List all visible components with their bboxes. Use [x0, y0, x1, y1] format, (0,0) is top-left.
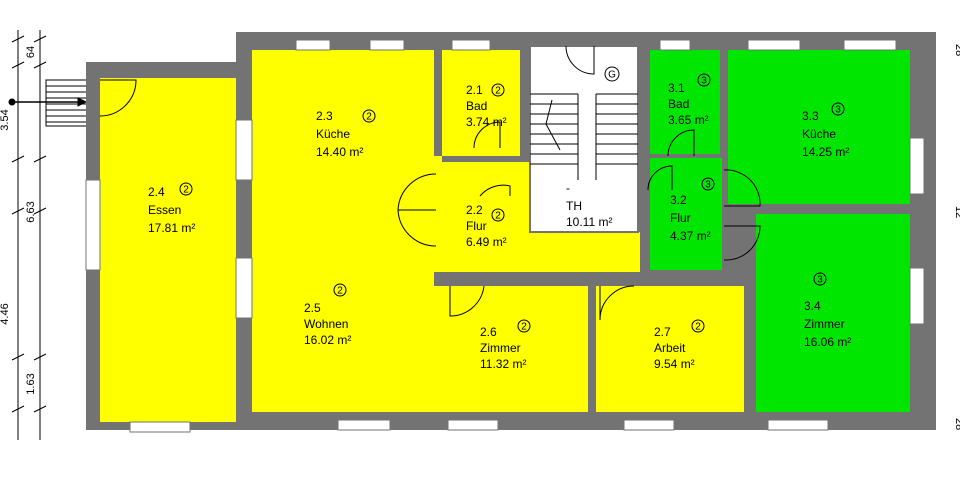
- room-id: 2.5: [304, 301, 321, 315]
- dim-right-mid: 12: [953, 206, 960, 218]
- room-area: 16.02 m²: [304, 333, 351, 347]
- dim-right-top: 28: [953, 44, 960, 56]
- room-name: Flur: [466, 219, 487, 233]
- room-name: Zimmer: [480, 341, 521, 355]
- room-area: 14.25 m²: [802, 145, 849, 159]
- unit-badge: 2: [495, 86, 501, 97]
- room-area: 14.40 m²: [316, 145, 363, 159]
- room-name: Bad: [466, 99, 487, 113]
- stairwell-name: TH: [566, 199, 582, 213]
- room-area: 11.32 m²: [480, 357, 526, 371]
- stairwell-label: - TH 10.11 m² G: [566, 66, 620, 229]
- room-area: 3.65 m²: [668, 113, 709, 127]
- room-id: 2.7: [654, 325, 671, 339]
- room-2-3: 2.3 2 Küche 14.40 m²: [316, 109, 376, 159]
- unit-3-area: [650, 50, 910, 412]
- room-name: Küche: [316, 127, 350, 141]
- room-2-2: 2.2 2 Flur 6.49 m²: [466, 203, 507, 249]
- unit-badge: 2: [521, 322, 527, 333]
- unit-2-area: [100, 50, 744, 422]
- room-name: Zimmer: [804, 317, 845, 331]
- windows: [85, 39, 925, 433]
- unit-badge: 2: [337, 286, 343, 297]
- room-3-2: 3.2 3 Flur 4.37 m²: [670, 177, 715, 243]
- dim-64: 64: [25, 46, 37, 58]
- unit-badge: 2: [495, 211, 501, 222]
- room-2-7: 2.7 2 Arbeit 9.54 m²: [654, 319, 705, 371]
- unit-badge: 3: [705, 180, 711, 191]
- unit-badge: 2: [366, 112, 372, 123]
- room-3-1: 3.1 3 Bad 3.65 m²: [668, 73, 711, 127]
- room-name: Bad: [668, 97, 689, 111]
- unit-badge: 3: [701, 76, 707, 87]
- room-area: 3.74 m²: [466, 115, 507, 129]
- room-id: 3.3: [802, 109, 819, 123]
- room-name: Essen: [148, 203, 181, 217]
- room-id: 2.1: [466, 83, 483, 97]
- room-area: 16.06 m²: [804, 335, 851, 349]
- dimension-chain-left: [11, 30, 47, 440]
- room-id: 3.4: [804, 299, 821, 313]
- room-name: Wohnen: [304, 317, 348, 331]
- room-3-4: 3.4 3 Zimmer 16.06 m²: [804, 272, 851, 349]
- entrance-steps: [8, 79, 89, 127]
- room-area: 17.81 m²: [148, 221, 195, 235]
- stairwell-badge: G: [608, 70, 616, 81]
- room-area: 9.54 m²: [654, 357, 695, 371]
- dim-right-bottom: 28: [953, 418, 960, 430]
- room-2-5: 2.5 2 Wohnen 16.02 m²: [304, 283, 351, 347]
- room-id: 3.1: [668, 81, 685, 95]
- room-id: 2.4: [148, 185, 165, 199]
- unit-badge: 3: [817, 275, 823, 286]
- door-swings: [99, 79, 761, 321]
- room-area: 4.37 m²: [670, 229, 711, 243]
- room-2-1: 2.1 2 Bad 3.74 m²: [466, 83, 507, 129]
- dim-4-46: 4.46: [0, 303, 11, 324]
- dim-6-63: 6.63: [25, 201, 37, 222]
- room-name: Arbeit: [654, 341, 686, 355]
- room-id: 3.2: [670, 193, 687, 207]
- unit-badge: 3: [835, 105, 841, 116]
- room-id: 2.6: [480, 325, 497, 339]
- room-id: 2.3: [316, 109, 333, 123]
- stairwell-id: -: [566, 181, 570, 195]
- room-id: 2.2: [466, 203, 483, 217]
- unit-badge: 2: [695, 322, 701, 333]
- room-2-6: 2.6 2 Zimmer 11.32 m²: [480, 319, 531, 371]
- room-2-4: 2.4 2 Essen 17.81 m²: [148, 182, 195, 235]
- stairwell-area: 10.11 m²: [566, 215, 612, 229]
- stair-hall: [529, 45, 639, 233]
- room-name: Küche: [802, 127, 836, 141]
- dim-1-63: 1.63: [25, 373, 37, 394]
- room-area: 6.49 m²: [466, 235, 507, 249]
- unit-badge: 2: [183, 185, 189, 196]
- room-3-3: 3.3 3 Küche 14.25 m²: [802, 102, 849, 159]
- room-name: Flur: [670, 211, 691, 225]
- dim-3-54: 3.54: [0, 109, 11, 130]
